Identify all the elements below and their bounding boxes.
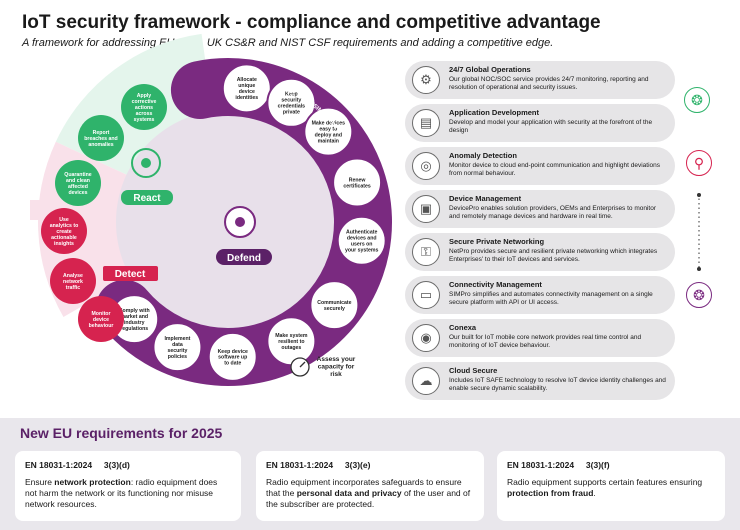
requirement-code: EN 18031-1:2024 3(3)(d) [25,460,130,470]
virus-shield-icon: ❂ [684,87,710,113]
requirement-code: EN 18031-1:2024 3(3)(e) [266,460,371,470]
service-description: Our global NOC/SOC service provides 24/7… [449,76,649,92]
service-name: Device Management [449,194,522,203]
detect-label: Detect [115,269,146,280]
defend-label-pill [216,249,272,265]
service-description: Our built for IoT mobile core network pr… [449,334,642,350]
lock-network-icon: ⚿ [412,238,440,266]
detect-item-circle [41,208,87,254]
react-item-circle [78,115,124,161]
service-name: Connectivity Management [449,280,542,289]
react-label: React [133,193,161,204]
requirement-text: Radio equipment incorporates safeguards … [266,477,471,510]
shield-bug-icon: ❂ [686,282,712,308]
defend-item-circle [309,280,360,331]
defend-item-circle [332,157,383,208]
service-name: Cloud Secure [449,366,498,375]
service-name: 24/7 Global Operations [449,65,531,74]
requirement-card-e: EN 18031-1:2024 3(3)(e) Radio equipment … [256,451,484,521]
app-development-icon: ▤ [412,109,440,137]
requirement-card-d: EN 18031-1:2024 3(3)(d) Ensure network p… [15,451,241,521]
conexa-logo-icon: ◉ [412,324,440,352]
device-network-icon: ▣ [412,195,440,223]
service-description: NetPro provides secure and resilient pri… [449,248,658,264]
detect-label-pill [103,266,158,281]
react-item-circle [55,160,101,206]
service-description: Develop and model your application with … [449,119,653,135]
requirement-code: EN 18031-1:2024 3(3)(f) [507,460,610,470]
virus-shield-icon [131,148,161,178]
requirement-card-f: EN 18031-1:2024 3(3)(f) Radio equipment … [497,451,725,521]
defend-item-circle [303,106,354,157]
react-item-circle [121,84,167,130]
radar-icon: ◎ [412,152,440,180]
defend-label: Defend [227,253,261,264]
monitor-sim-icon: ▭ [412,281,440,309]
magnifier-bug-icon: ⚲ [686,150,712,176]
service-description: Monitor device to cloud end-point commun… [449,162,661,178]
globe-gear-icon: ⚙ [412,66,440,94]
detect-item-circle [78,296,124,342]
defend-item-circle [266,77,317,128]
defend-item-circle [221,63,272,114]
page-subtitle: A framework for addressing EU CRA, UK CS… [22,37,554,49]
cloud-lock-icon: ☁ [412,367,440,395]
defend-item-circle [336,215,387,266]
requirement-text: Ensure network protection: radio equipme… [25,477,218,510]
timeline-dots [697,193,701,271]
defend-item-circle [152,322,203,373]
service-description: Includes IoT SAFE technology to resolve … [449,377,666,393]
service-name: Application Development [449,108,540,117]
page-title: IoT security framework - compliance and … [22,12,601,33]
service-description: DevicePro enables solution providers, OE… [449,205,657,221]
service-name: Anomaly Detection [449,151,517,160]
requirement-text: Radio equipment supports certain feature… [507,477,703,499]
react-label-pill [121,190,173,205]
service-description: SIMPro simplifies and automates connecti… [449,291,653,307]
requirements-title: New EU requirements for 2025 [20,425,223,441]
service-name: Secure Private Networking [449,237,545,246]
service-name: Conexa [449,323,477,332]
detect-item-circle [50,258,96,304]
defend-item-circle [207,331,258,382]
requirements-section: New EU requirements for 2025 EN 18031-1:… [0,418,740,530]
